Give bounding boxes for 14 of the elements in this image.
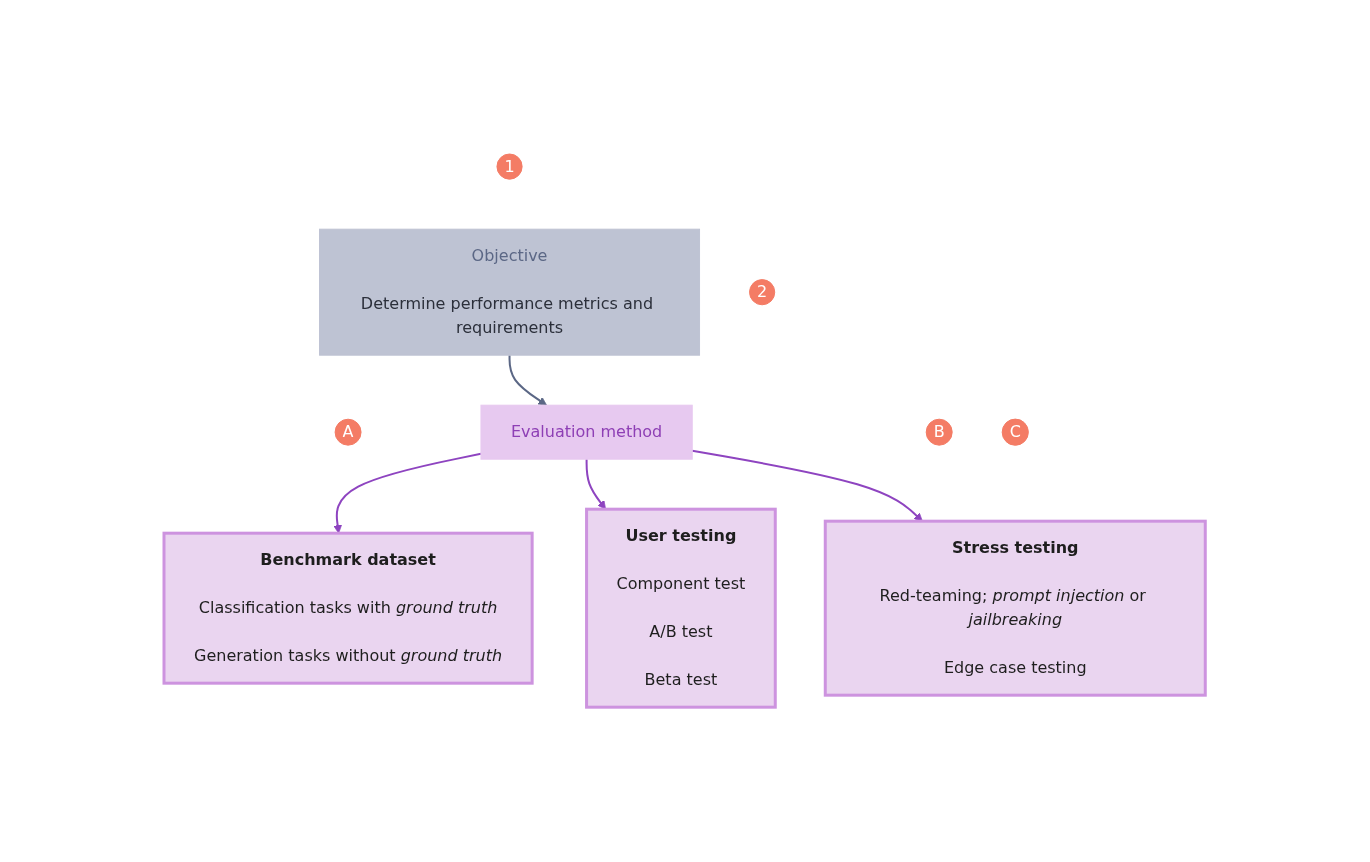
node-box: Benchmark dataset Classification tasks with ground truth Generation tasks without ground truth (162, 532, 534, 686)
arrow (508, 354, 548, 406)
node-circle: A (334, 419, 362, 447)
node-circle: C (1002, 419, 1030, 447)
node-circle: 1 (496, 153, 523, 181)
node-box: Evaluation method (480, 405, 694, 461)
arrow (333, 453, 483, 534)
node-circle: 2 (749, 279, 776, 306)
arrow (585, 458, 607, 510)
node-circle: B (926, 419, 954, 447)
arrow (691, 450, 924, 522)
node-box: Objective Determine performance metrics and requirements (319, 229, 701, 357)
node-box: User testing Component test A/B test Beta test (585, 508, 778, 710)
node-box: Stress testing Red-teaming; prompt injection or jailbreaking Edge case testing (824, 520, 1208, 698)
